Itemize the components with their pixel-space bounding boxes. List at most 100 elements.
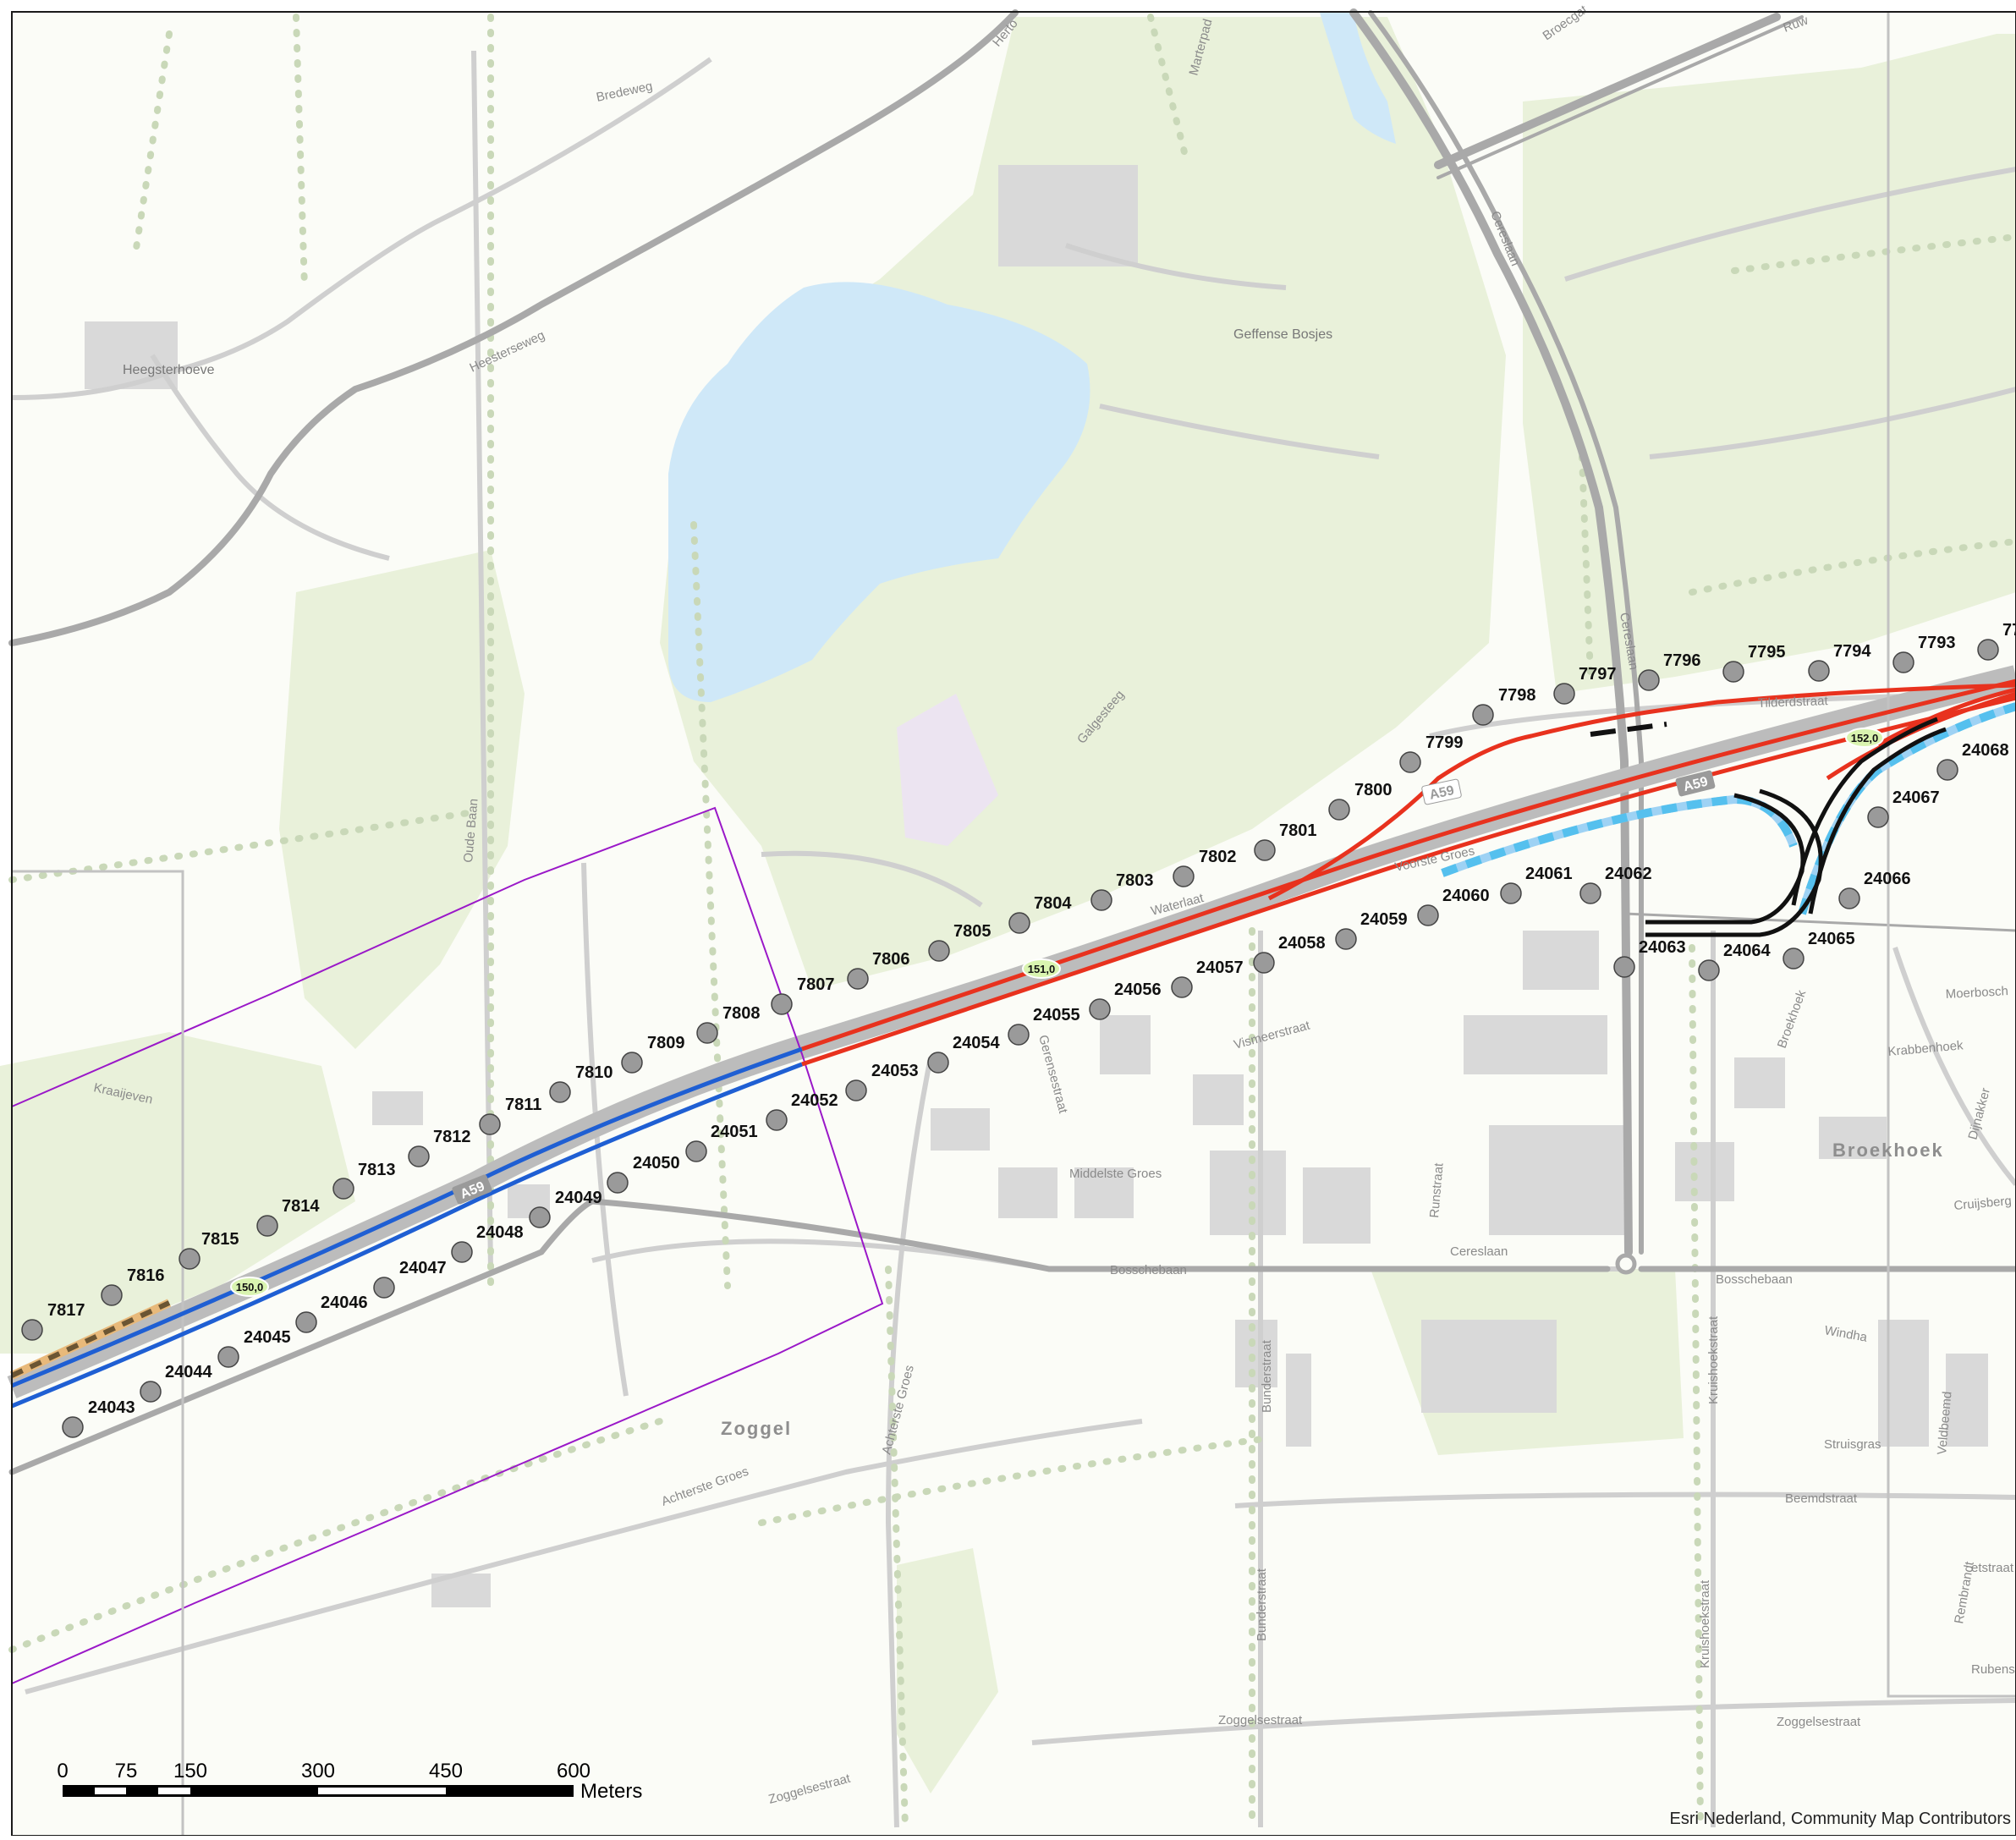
- measurement-point[interactable]: [927, 1052, 949, 1074]
- brown-dashed-segment: [10, 1300, 171, 1378]
- measurement-point[interactable]: [1399, 751, 1421, 773]
- measurement-point-label: 24043: [88, 1398, 135, 1417]
- measurement-point[interactable]: [373, 1277, 395, 1299]
- measurement-point[interactable]: [408, 1145, 430, 1167]
- measurement-point[interactable]: [479, 1113, 501, 1135]
- measurement-point[interactable]: [101, 1284, 123, 1306]
- measurement-point-label: 24064: [1723, 942, 1771, 960]
- measurement-point[interactable]: [1173, 865, 1195, 887]
- measurement-point-label: 24054: [953, 1034, 1000, 1052]
- measurement-point[interactable]: [1008, 912, 1030, 934]
- measurement-point[interactable]: [1698, 959, 1720, 981]
- measurement-point[interactable]: [1553, 683, 1575, 705]
- km-marker-label: 151,0: [1028, 963, 1056, 975]
- scale-tick-label: 600: [557, 1760, 591, 1782]
- minor-roads: [11, 50, 2016, 1828]
- roundabout: [1615, 1253, 1637, 1275]
- study-area-outline: [11, 806, 884, 1684]
- measurement-point-label: 24055: [1033, 1006, 1080, 1024]
- measurement-point[interactable]: [771, 993, 793, 1015]
- measurement-point[interactable]: [256, 1215, 278, 1237]
- measurement-point[interactable]: [845, 1079, 867, 1101]
- measurement-point[interactable]: [1783, 947, 1805, 969]
- measurement-point[interactable]: [1500, 882, 1522, 904]
- measurement-point[interactable]: [1089, 998, 1111, 1020]
- measurement-point[interactable]: [685, 1140, 707, 1162]
- measurement-point[interactable]: [1638, 669, 1660, 691]
- buildings: [85, 165, 1988, 1607]
- measurement-point-label: 7801: [1279, 821, 1317, 840]
- road-label: Oude Baan: [461, 798, 481, 863]
- measurement-point-label: 7811: [505, 1096, 541, 1114]
- measurement-point[interactable]: [62, 1416, 84, 1438]
- measurement-point[interactable]: [451, 1241, 473, 1263]
- tree-lines: [8, 14, 2016, 1831]
- measurement-point[interactable]: [1008, 1024, 1030, 1046]
- measurement-point-label: 7806: [872, 950, 910, 969]
- lake: [668, 282, 1090, 702]
- measurement-point[interactable]: [1722, 661, 1744, 683]
- measurement-point-label: 24056: [1114, 980, 1162, 999]
- measurement-point[interactable]: [332, 1178, 354, 1200]
- road-label: Moerbosch: [1945, 984, 2008, 1002]
- measurement-point-label: 24045: [244, 1328, 291, 1347]
- measurement-point[interactable]: [1171, 976, 1193, 998]
- road-label: Middelste Groes: [1069, 1167, 1162, 1181]
- measurement-point[interactable]: [1472, 704, 1494, 726]
- measurement-point[interactable]: [1977, 639, 1999, 661]
- km-marker-label: 150,0: [236, 1281, 264, 1293]
- road-label: Zoggelsestraat: [1218, 1713, 1303, 1727]
- measurement-point[interactable]: [1253, 952, 1275, 974]
- measurement-point[interactable]: [847, 968, 869, 990]
- km-markers: 150,0 151,0 152,0: [230, 728, 1884, 1297]
- measurement-point[interactable]: [179, 1248, 201, 1270]
- measurement-point[interactable]: [1613, 956, 1635, 978]
- measurement-point[interactable]: [549, 1081, 571, 1103]
- measurement-point-label: 7802: [1199, 848, 1237, 866]
- heath-area: [897, 694, 998, 846]
- measurement-point-label: 7792: [2002, 621, 2016, 640]
- scale-tick-label: 75: [115, 1760, 138, 1782]
- road-label: Zoggelsestraat: [1777, 1715, 1861, 1729]
- measurement-point-label: 7805: [953, 922, 992, 941]
- measurement-point[interactable]: [766, 1109, 788, 1131]
- measurement-point[interactable]: [1417, 904, 1439, 926]
- map-attribution: Esri Nederland, Community Map Contributo…: [1670, 1810, 2012, 1828]
- measurement-point-label: 24044: [165, 1363, 212, 1381]
- measurement-point-label: 24061: [1525, 865, 1573, 883]
- place-label-heegsterhoeve: Heegsterhoeve: [123, 363, 215, 377]
- scale-tick-label: 450: [429, 1760, 463, 1782]
- scale-bar: 0 75 150 300 450 600 Meters: [57, 1760, 642, 1803]
- measurement-point[interactable]: [140, 1381, 162, 1403]
- measurement-point[interactable]: [1808, 660, 1830, 682]
- measurement-point[interactable]: [1838, 887, 1860, 909]
- highway-shields: A59 A59 A59: [452, 770, 1716, 1205]
- measurement-point[interactable]: [1867, 806, 1889, 828]
- measurement-points: 7817781678157814781378127811781078097808…: [21, 621, 2016, 1438]
- measurement-point[interactable]: [1892, 651, 1914, 673]
- measurement-point-label: 24046: [321, 1293, 368, 1312]
- place-label-geffense-bosjes: Geffense Bosjes: [1233, 327, 1332, 342]
- measurement-point[interactable]: [1254, 839, 1276, 861]
- measurement-point[interactable]: [295, 1311, 317, 1333]
- highway-shield-label: A59: [1428, 783, 1455, 803]
- measurement-point-label: 7815: [201, 1230, 239, 1249]
- measurement-point[interactable]: [21, 1319, 43, 1341]
- highway-shield-label: A59: [1682, 775, 1710, 795]
- scale-unit-label: Meters: [580, 1780, 642, 1803]
- measurement-point[interactable]: [529, 1206, 551, 1228]
- measurement-point[interactable]: [621, 1052, 643, 1074]
- measurement-point[interactable]: [1328, 799, 1350, 821]
- measurement-point[interactable]: [928, 940, 950, 962]
- measurement-point[interactable]: [607, 1172, 629, 1194]
- measurement-point[interactable]: [696, 1022, 718, 1044]
- measurement-point[interactable]: [1335, 928, 1357, 950]
- measurement-point-label: 24057: [1196, 958, 1244, 977]
- measurement-point[interactable]: [1579, 882, 1601, 904]
- measurement-point[interactable]: [217, 1346, 239, 1368]
- road-label: etstraat: [1971, 1561, 2014, 1575]
- measurement-point[interactable]: [1936, 759, 1958, 781]
- measurement-point[interactable]: [1090, 889, 1112, 911]
